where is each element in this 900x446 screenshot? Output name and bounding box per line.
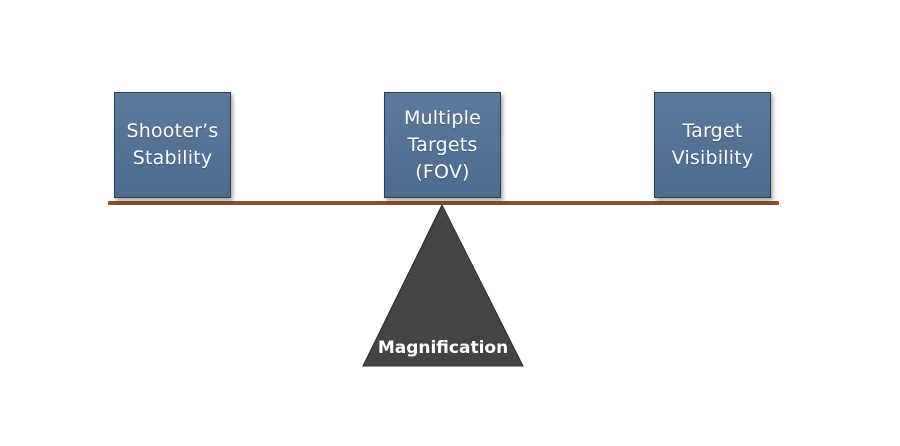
factor-box-target-visibility: Target Visibility bbox=[654, 92, 771, 198]
balance-beam bbox=[108, 201, 779, 205]
factor-label: Target Visibility bbox=[671, 120, 754, 169]
factor-label: Multiple Targets (FOV) bbox=[403, 106, 482, 183]
factor-box-shooters-stability: Shooter’s Stability bbox=[114, 92, 231, 198]
fulcrum-label: Magnification bbox=[377, 338, 509, 358]
factor-label: Shooter’s Stability bbox=[126, 120, 219, 169]
factor-box-multiple-targets: Multiple Targets (FOV) bbox=[384, 92, 501, 198]
